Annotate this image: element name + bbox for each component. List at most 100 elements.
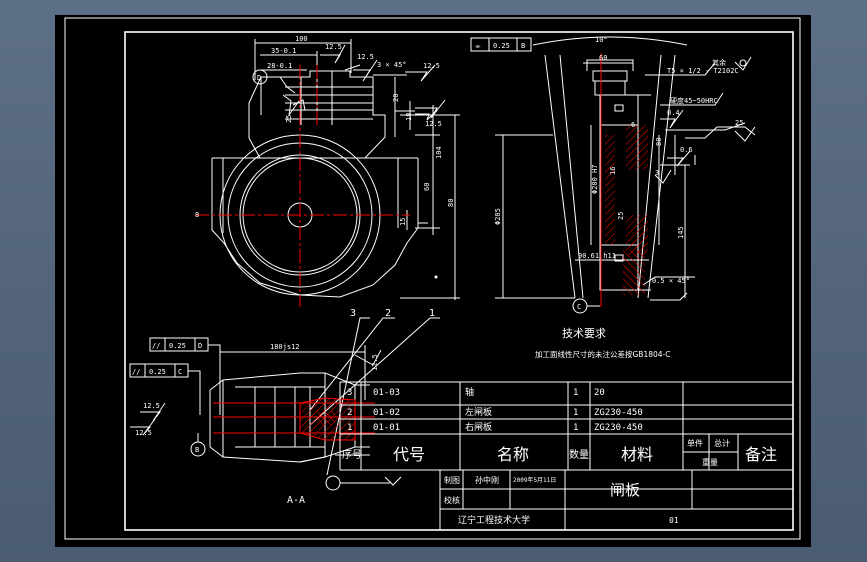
top-view-labels: 100 35-0.1 28-0.1 3 × 45° 12.5 12.5 12.5… [195, 35, 455, 226]
dim-20: 20 [392, 94, 400, 102]
bom-row3-name: 轴 [465, 386, 474, 398]
tb-drawn-label: 制图 [444, 475, 460, 485]
bom-h-no: 序号 [342, 448, 362, 461]
drawing-canvas[interactable]: 100 35-0.1 28-0.1 3 × 45° 12.5 12.5 12.5… [55, 15, 811, 547]
dim-chamfer: 3 × 45° [377, 61, 407, 69]
dim-12-5-d: 12.5 [357, 53, 374, 61]
dim-fit: 90.61 h11 [578, 252, 616, 260]
tol-a-sym: // [152, 342, 160, 350]
tb-part-name: 闸板 [610, 481, 640, 499]
section-label: A-A [287, 495, 305, 506]
leader-2: 2 [385, 308, 391, 319]
dim-145: 145 [677, 226, 685, 239]
bom-row3-no: 3 [347, 388, 352, 398]
tol-datum: B [521, 42, 525, 50]
bom-row2-name: 左闸板 [465, 406, 492, 418]
dim-chamfer-side: 0.5 × 45° [652, 277, 690, 285]
tech-title: 技术要求 [562, 327, 606, 340]
tb-drawing-no: 01 [669, 516, 679, 525]
bom-h-weight: 重量 [702, 457, 718, 467]
rest-label: 其余 [712, 58, 726, 67]
tb-school: 辽宁工程技术大学 [458, 514, 530, 526]
tol-value: 0.25 [493, 42, 510, 50]
top-view [211, 39, 460, 300]
dim-25: 25 [285, 115, 293, 123]
title-block: 制图 孙中刚 2009年5月11日 校核 闸板 辽宁工程技术大学 01 [444, 475, 679, 526]
bom-h-name: 名称 [497, 445, 529, 464]
dim-80-side: 80 [655, 138, 663, 146]
dim-phi200: Φ200 H7 [591, 164, 599, 194]
dim-b: 3 [655, 169, 659, 177]
bom-row1-no: 1 [347, 423, 352, 433]
bom-h-single: 单件 [687, 438, 703, 448]
side-view-labels: ⌯ 0.25 B 10° 60 T5 × 1/2 - T2102C 硬度45~5… [475, 36, 743, 311]
bom-row2-code: 01-02 [373, 408, 400, 418]
dim-28: 28-0.1 [267, 62, 292, 70]
dim-60-side: 60 [599, 54, 607, 62]
bom-row1-mat: ZG230-450 [594, 423, 643, 433]
dim-a: 25 [617, 212, 625, 220]
dim-12-5-s1: 12.5 [143, 402, 160, 410]
tol-a-val: 0.25 [169, 342, 186, 350]
section-view-centerlines [213, 402, 375, 434]
datum-d: D [257, 74, 261, 82]
bom-row3-mat: 20 [594, 388, 605, 398]
bom-row3-code: 01-03 [373, 388, 400, 398]
dim-12-5-s2: 12.5 [135, 429, 152, 437]
leader-3: 3 [350, 308, 356, 319]
tol-a-datum: D [198, 342, 202, 350]
tb-check-label: 校核 [444, 495, 460, 505]
tol-b-sym: // [132, 368, 140, 376]
dim-phi285: Φ285 [494, 208, 502, 225]
dim-angle: 10° [595, 36, 608, 44]
bom-row1-qty: 1 [573, 423, 578, 433]
dim-35: 35-0.1 [271, 47, 296, 55]
dim-12-5-b: 12.5 [423, 62, 440, 70]
dim-0-6: 0.6 [680, 146, 693, 154]
dim-hardness: 硬度45~50HRC [670, 96, 718, 105]
tol-b-val: 0.25 [149, 368, 166, 376]
tech-note: 加工面线性尺寸的未注公差按GB1804-C [535, 349, 671, 359]
bom-row2-qty: 1 [573, 408, 578, 418]
leader-1: 1 [429, 308, 435, 319]
dim-18: 18 [405, 113, 413, 121]
tb-date: 2009年5月11日 [513, 476, 556, 484]
dim-80: 80 [447, 199, 455, 207]
tol-b-datum: C [178, 368, 182, 376]
dim-8: 8 [195, 211, 199, 219]
bom-text: 3 01-03 轴 1 20 2 01-02 左闸板 1 ZG230-450 1… [342, 386, 777, 467]
dim-100: 100 [295, 35, 308, 43]
bom-row1-code: 01-01 [373, 423, 400, 433]
dim-15: 15 [399, 218, 407, 226]
dim-12-5-s3: 12.5 [371, 354, 379, 371]
bom-h-remark: 备注 [745, 445, 777, 464]
dim-16: 16 [609, 167, 617, 175]
dim-c: 6 [631, 121, 635, 129]
dim-25-side: 25 [735, 119, 743, 127]
dim-0-4: 0.4 [667, 109, 680, 117]
dim-12-5-a: 12.5 [325, 43, 342, 51]
bom-row2-no: 2 [347, 408, 352, 418]
bom-h-qty: 数量 [569, 448, 589, 461]
top-view-centerlines [195, 65, 410, 307]
bom-row3-qty: 1 [573, 388, 578, 398]
technical-requirements: 技术要求 加工面线性尺寸的未注公差按GB1804-C [535, 327, 671, 359]
tb-drawn-name: 孙中刚 [475, 475, 499, 485]
bom-h-mat: 材料 [621, 445, 653, 464]
side-view-hatch [605, 125, 648, 295]
cad-drawing: 100 35-0.1 28-0.1 3 × 45° 12.5 12.5 12.5… [64, 17, 801, 540]
bom-h-total: 总计 [714, 438, 730, 448]
small-dot [434, 275, 438, 279]
bom-h-code: 代号 [393, 445, 425, 464]
dim-180js12: 180js12 [270, 343, 300, 351]
dim-thread: T5 × 1/2 - T2102C [667, 67, 739, 75]
dim-104: 104 [435, 146, 443, 159]
drawing-frame [64, 17, 801, 540]
bom-row2-mat: ZG230-450 [594, 408, 643, 418]
datum-b: B [195, 446, 199, 454]
dim-12-5-c: 12.5 [425, 120, 442, 128]
tol-symbol: ⌯ [475, 42, 481, 50]
datum-c: C [577, 303, 581, 311]
section-view-labels: // 0.25 D // 0.25 C 180js12 12.5 12.5 12… [132, 308, 435, 506]
bom-row1-name: 右闸板 [465, 421, 492, 433]
